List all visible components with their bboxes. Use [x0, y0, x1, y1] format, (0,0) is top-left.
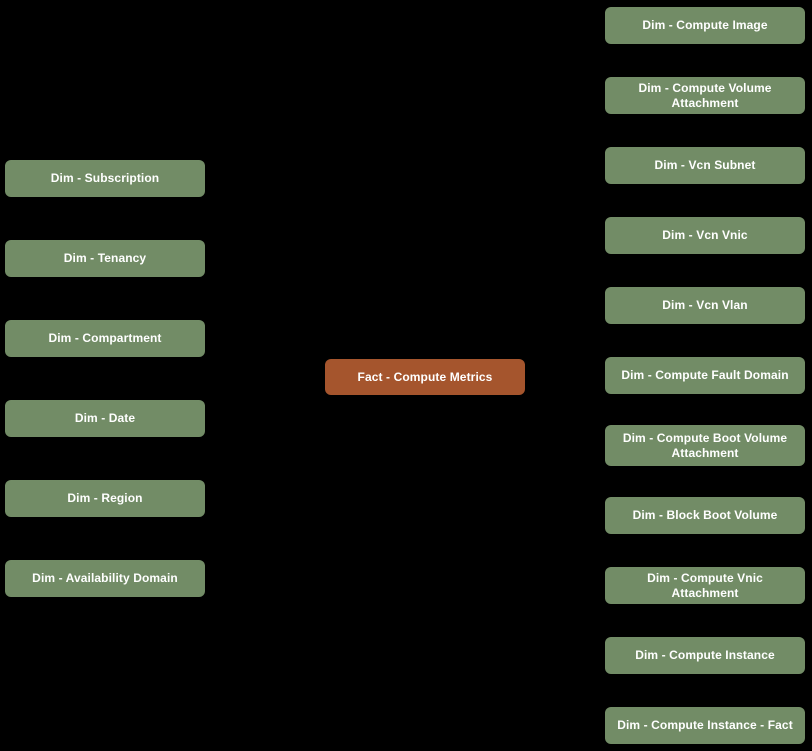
- diagram-node-label: Dim - Subscription: [50, 171, 160, 185]
- diagram-node-label: Dim - Compute Instance - Fact: [617, 718, 793, 732]
- diagram-node-label: Dim - Date: [74, 411, 136, 425]
- diagram-node-label: Dim - Compute Boot Volume Attachment: [622, 430, 788, 460]
- diagram-node-dim-vcn-vlan[interactable]: Dim - Vcn Vlan: [605, 287, 805, 324]
- diagram-node-label: Dim - Vcn Vnic: [662, 228, 748, 242]
- diagram-node-dim-compute-boot-volume-attachment[interactable]: Dim - Compute Boot Volume Attachment: [605, 425, 805, 466]
- diagram-node-label: Dim - Compute Image: [642, 18, 768, 32]
- diagram-node-label: Dim - Compute Volume Attachment: [638, 80, 772, 110]
- diagram-node-dim-tenancy[interactable]: Dim - Tenancy: [5, 240, 205, 277]
- diagram-node-label: Fact - Compute Metrics: [357, 369, 493, 384]
- diagram-node-dim-compute-vnic-attachment[interactable]: Dim - Compute Vnic Attachment: [605, 567, 805, 604]
- diagram-node-label: Dim - Availability Domain: [32, 571, 178, 585]
- diagram-node-label: Dim - Compute Vnic Attachment: [647, 570, 763, 600]
- diagram-node-label: Dim - Compartment: [48, 331, 162, 345]
- diagram-node-label: Dim - Vcn Vlan: [662, 298, 748, 312]
- diagram-node-label: Dim - Region: [67, 491, 143, 505]
- diagram-node-dim-compute-image[interactable]: Dim - Compute Image: [605, 7, 805, 44]
- diagram-node-dim-vcn-vnic[interactable]: Dim - Vcn Vnic: [605, 217, 805, 254]
- diagram-node-dim-compute-fault-domain[interactable]: Dim - Compute Fault Domain: [605, 357, 805, 394]
- diagram-node-fact-compute-metrics[interactable]: Fact - Compute Metrics: [325, 359, 525, 395]
- diagram-node-label: Dim - Tenancy: [63, 251, 147, 265]
- diagram-node-dim-compute-instance[interactable]: Dim - Compute Instance: [605, 637, 805, 674]
- diagram-node-dim-vcn-subnet[interactable]: Dim - Vcn Subnet: [605, 147, 805, 184]
- diagram-node-dim-region[interactable]: Dim - Region: [5, 480, 205, 517]
- diagram-node-dim-compute-instance-fact[interactable]: Dim - Compute Instance - Fact: [605, 707, 805, 744]
- diagram-node-dim-date[interactable]: Dim - Date: [5, 400, 205, 437]
- diagram-node-dim-availability-domain[interactable]: Dim - Availability Domain: [5, 560, 205, 597]
- diagram-node-dim-compartment[interactable]: Dim - Compartment: [5, 320, 205, 357]
- diagram-node-dim-compute-volume-attachment[interactable]: Dim - Compute Volume Attachment: [605, 77, 805, 114]
- diagram-node-label: Dim - Compute Instance: [635, 648, 775, 662]
- diagram-node-label: Dim - Block Boot Volume: [632, 508, 778, 522]
- diagram-node-label: Dim - Compute Fault Domain: [621, 368, 789, 382]
- diagram-node-dim-block-boot-volume[interactable]: Dim - Block Boot Volume: [605, 497, 805, 534]
- diagram-node-label: Dim - Vcn Subnet: [654, 158, 756, 172]
- diagram-node-dim-subscription[interactable]: Dim - Subscription: [5, 160, 205, 197]
